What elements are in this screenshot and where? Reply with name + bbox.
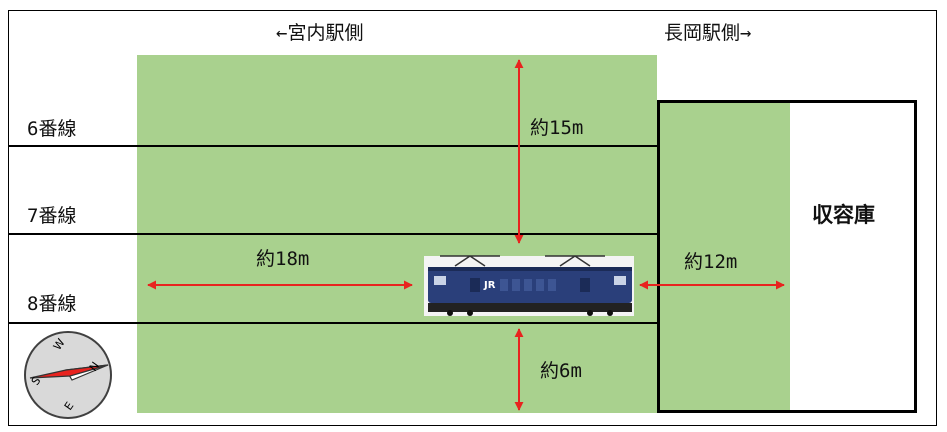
- direction-left-label: ←宮内駅側: [276, 22, 364, 44]
- track-label-8: 8番線: [27, 293, 77, 315]
- depot-building: [657, 100, 917, 413]
- track-line-8: [9, 322, 659, 324]
- track-line-7: [9, 233, 659, 235]
- depot-label: 収容庫: [812, 203, 875, 227]
- distance-label-bottom: 約6m: [540, 360, 582, 382]
- track-label-6: 6番線: [27, 118, 77, 140]
- track-label-7: 7番線: [27, 205, 77, 227]
- distance-label-left: 約18m: [256, 248, 310, 270]
- diagram-frame: [8, 10, 937, 426]
- compass-icon: N S E W: [24, 331, 112, 419]
- track-line-6: [9, 145, 659, 147]
- depot-entrance-area: [660, 103, 790, 410]
- distance-label-depot: 約12m: [684, 251, 738, 273]
- svg-text:JR: JR: [483, 280, 496, 291]
- direction-right-label: 長岡駅側→: [664, 22, 752, 44]
- locomotive-image: JR: [424, 255, 634, 316]
- distance-label-top: 約15m: [530, 117, 584, 139]
